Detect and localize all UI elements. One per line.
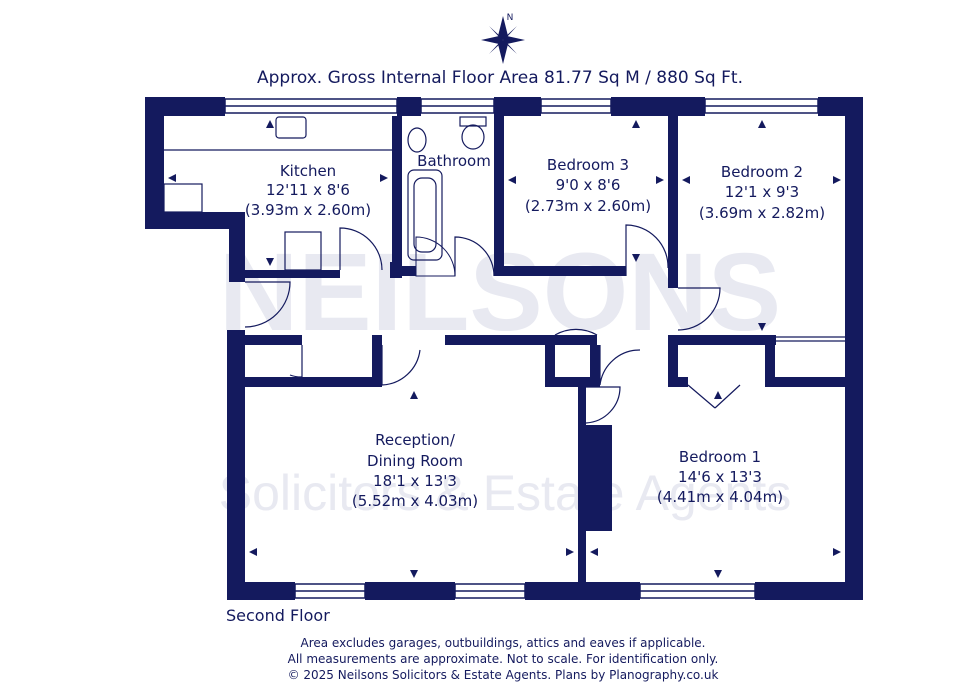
walls [145,97,863,600]
door-bathroom [454,236,495,277]
kitchen-imperial: 12'11 x 8'6 [266,181,350,199]
kitchen-name: Kitchen [280,162,336,180]
bedroom1-metric: (4.41m x 4.04m) [657,488,783,506]
bedroom1-name: Bedroom 1 [679,448,761,466]
reception-imperial: 18'1 x 13'3 [373,472,457,490]
door-cupboard [289,345,303,378]
footer-line-3: © 2025 Neilsons Solicitors & Estate Agen… [288,668,719,682]
room-reception-label: Reception/ Dining Room 18'1 x 13'3 (5.52… [352,431,478,510]
footer: Area excludes garages, outbuildings, att… [288,636,719,682]
room-bedroom1-label: Bedroom 1 14'6 x 13'3 (4.41m x 4.04m) [657,448,783,506]
kitchen-sink-icon [275,116,307,139]
kitchen-metric: (3.93m x 2.60m) [245,201,371,219]
bathtub-icon [407,169,443,261]
dimension-markers [168,120,841,578]
door-bedroom3 [625,224,669,276]
reception-name-line2: Dining Room [367,452,463,470]
compass-north-label: N [507,13,514,23]
kitchen-appliance-icon [163,183,203,213]
toilet-icon [461,124,485,150]
bedroom3-imperial: 9'0 x 8'6 [556,176,621,194]
toilet-cistern-icon [459,116,487,127]
fixtures [163,116,845,342]
footer-line-1: Area excludes garages, outbuildings, att… [301,636,706,650]
door-bedroom2 [677,287,721,331]
floor-area-header: Approx. Gross Internal Floor Area 81.77 … [257,68,743,88]
double-door-bedroom1-cupboard [687,384,741,409]
footer-line-2: All measurements are approximate. Not to… [288,652,719,666]
room-bedroom2-label: Bedroom 2 12'1 x 9'3 (3.69m x 2.82m) [699,163,825,222]
bedroom3-name: Bedroom 3 [547,156,629,174]
bedroom1-imperial: 14'6 x 13'3 [678,468,762,486]
compass-icon [481,16,525,64]
reception-name-line1: Reception/ [375,431,456,449]
doors [244,224,741,424]
reception-metric: (5.52m x 4.03m) [352,492,478,510]
door-reception [381,345,421,386]
bedroom2-name: Bedroom 2 [721,163,803,181]
windows [224,98,819,599]
bedroom2-imperial: 12'1 x 9'3 [725,183,799,201]
washbasin-icon [407,127,427,153]
bedroom2-metric: (3.69m x 2.82m) [699,204,825,222]
floor-label: Second Floor [226,606,330,625]
bathroom-name: Bathroom [417,152,491,170]
kitchen-cooker-icon [284,231,322,271]
bedroom3-metric: (2.73m x 2.60m) [525,197,651,215]
room-bedroom3-label: Bedroom 3 9'0 x 8'6 (2.73m x 2.60m) [525,156,651,215]
door-kitchen [339,227,383,271]
door-hall-cupboard [554,328,598,336]
watermark-tagline: Solicitors & Estate Agents [219,465,792,521]
door-utility [244,281,291,328]
room-kitchen-label: Kitchen 12'11 x 8'6 (3.93m x 2.60m) [245,162,371,219]
door-bedroom1 [585,386,621,424]
